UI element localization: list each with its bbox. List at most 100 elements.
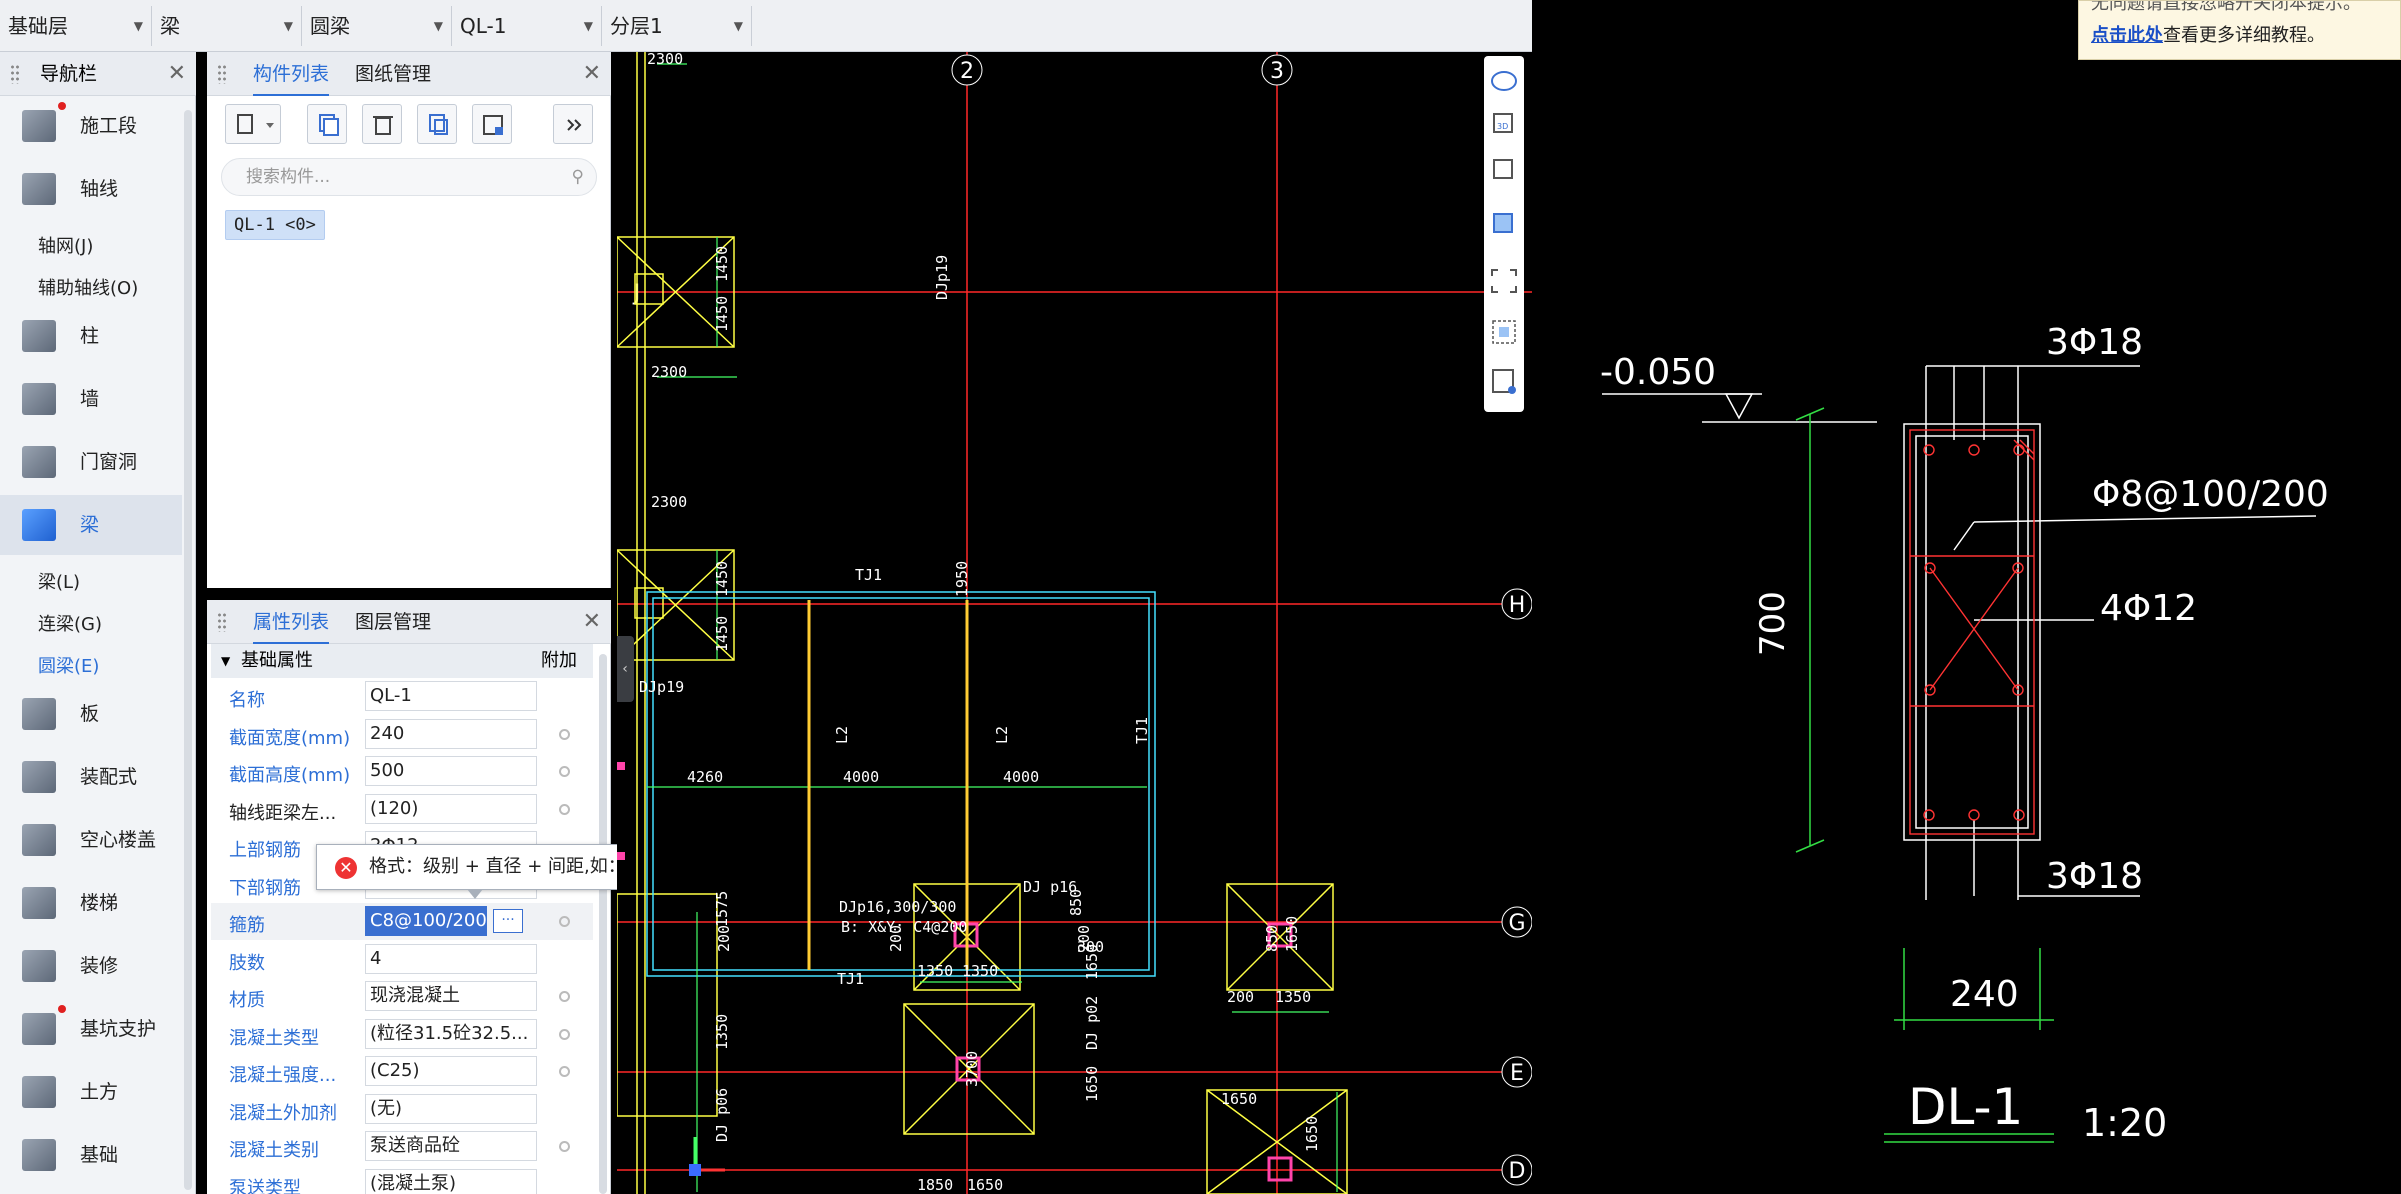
nav-item[interactable]: 板 [0, 684, 182, 744]
search-icon: ⚲ [571, 167, 584, 187]
attach-radio[interactable] [559, 991, 570, 1002]
cad-canvas[interactable]: 2 3 J H G E D [617, 52, 1532, 1194]
type-select[interactable]: 圆梁▼ [302, 6, 452, 46]
display-mode-icon[interactable] [1488, 206, 1520, 236]
view-cube-icon[interactable] [1488, 152, 1520, 182]
nav-item-icon [22, 383, 56, 415]
close-icon[interactable]: ✕ [582, 609, 601, 634]
3d-view-icon[interactable]: 3D [1488, 108, 1520, 138]
cad-drawing[interactable]: 2 3 J H G E D [617, 52, 1532, 1194]
property-value[interactable]: 现浇混凝土 [365, 981, 537, 1011]
nav-item[interactable]: 梁 [0, 495, 182, 555]
cad-text: 1350 [713, 1014, 731, 1050]
ucs-icon [689, 1137, 725, 1176]
component-item[interactable]: QL-1 <0> [225, 210, 325, 240]
property-value[interactable]: (无) [365, 1093, 537, 1124]
section-detail-drawing[interactable]: -0.050 3Φ18 Φ8@100/200 4Φ12 3Φ18 240 DL-… [1534, 0, 2401, 1194]
property-value[interactable]: (C25) [365, 1056, 537, 1086]
nav-item[interactable]: 楼梯 [0, 873, 182, 933]
orbit-icon[interactable] [1488, 66, 1520, 96]
width-label: 240 [1950, 974, 2019, 1015]
nav-item[interactable]: 柱 [0, 306, 182, 366]
copy-floor-button[interactable] [417, 104, 457, 144]
property-value[interactable]: 泵送商品砼 [365, 1131, 537, 1161]
cad-text: 200 [715, 925, 733, 952]
property-value[interactable]: C8@100/200 [365, 906, 487, 936]
drag-handle-icon[interactable] [217, 64, 227, 84]
attach-radio[interactable] [559, 728, 570, 740]
category-select[interactable]: 梁▼ [152, 6, 302, 46]
chevron-down-icon: ▼ [433, 19, 443, 33]
nav-item[interactable]: 装配式 [0, 747, 182, 807]
tab-component-list[interactable]: 构件列表 [253, 52, 330, 96]
cad-text: 1450 [713, 246, 731, 282]
property-value[interactable]: (粒径31.5砼32.5... [365, 1018, 537, 1049]
attach-radio[interactable] [559, 1066, 570, 1077]
close-icon[interactable]: ✕ [167, 61, 186, 86]
collapse-panel-button[interactable]: ‹ [617, 636, 634, 702]
nav-subitem[interactable]: 辅助轴线(O) [38, 278, 139, 299]
search-input[interactable]: 搜索构件...⚲ [221, 158, 597, 196]
nav-item[interactable]: 轴线 [0, 159, 182, 219]
property-value[interactable]: 240 [365, 718, 537, 749]
nav-subitem[interactable]: 梁(L) [38, 572, 81, 593]
props-scrollbar[interactable] [599, 654, 607, 1194]
new-component-button[interactable] [225, 104, 281, 144]
attach-radio[interactable] [559, 916, 570, 927]
more-button[interactable] [553, 104, 593, 144]
nav-item-icon [22, 887, 56, 919]
nav-item[interactable]: 空心楼盖 [0, 810, 182, 870]
save-button[interactable] [472, 104, 512, 144]
property-value[interactable]: (混凝土泵) [365, 1168, 537, 1194]
nav-subitem[interactable]: 连梁(G) [38, 614, 102, 635]
cad-text: 1950 [953, 561, 971, 597]
attach-radio[interactable] [559, 766, 570, 777]
axis-label: J [632, 281, 641, 306]
copy-button[interactable] [307, 104, 347, 144]
attach-radio[interactable] [559, 803, 570, 815]
cad-text: 1350 [1275, 988, 1311, 1006]
tab-layer-management[interactable]: 图层管理 [355, 611, 432, 633]
nav-scrollbar[interactable] [184, 110, 192, 1190]
section-name: DL-1 [1908, 1078, 2023, 1136]
drag-handle-icon[interactable] [217, 612, 227, 632]
nav-item-label: 施工段 [80, 115, 138, 137]
nav-subitem[interactable]: 圆梁(E) [38, 656, 100, 677]
nav-item[interactable]: 施工段 [0, 96, 182, 156]
drag-handle-icon[interactable] [10, 64, 20, 84]
property-value[interactable]: 500 [365, 756, 537, 786]
group-header[interactable]: ▼ 基础属性 附加 [211, 644, 593, 678]
layer-select[interactable]: 分层1▼ [602, 6, 752, 46]
nav-item-label: 装修 [80, 955, 119, 977]
nav-item-label: 基坑支护 [80, 1018, 157, 1040]
collapse-icon[interactable]: ▼ [221, 654, 231, 668]
nav-item-label: 墙 [80, 388, 100, 410]
filter-bar: 基础层▼ 梁▼ 圆梁▼ QL-1▼ 分层1▼ [0, 0, 1532, 52]
ellipsis-button[interactable]: ··· [493, 909, 523, 933]
nav-item[interactable]: 基础 [0, 1125, 182, 1185]
nav-item[interactable]: 土方 [0, 1062, 182, 1122]
delete-button[interactable] [362, 104, 402, 144]
cad-text: TJ1 [855, 566, 882, 584]
section-labels: -0.050 3Φ18 Φ8@100/200 4Φ12 3Φ18 240 DL-… [1600, 322, 2329, 1145]
property-value[interactable]: 4 [365, 943, 537, 974]
tab-property-list[interactable]: 属性列表 [253, 600, 330, 644]
help-link[interactable]: 点击此处 [2091, 25, 2163, 46]
attach-radio[interactable] [559, 1141, 570, 1152]
section-box-icon[interactable] [1488, 316, 1520, 346]
fullscreen-icon[interactable] [1488, 266, 1520, 296]
attach-radio[interactable] [559, 1028, 570, 1040]
nav-item[interactable]: 基坑支护 [0, 999, 182, 1059]
nav-item[interactable]: 墙 [0, 369, 182, 429]
property-value[interactable]: QL-1 [365, 681, 537, 711]
close-icon[interactable]: ✕ [582, 61, 601, 86]
help-line2: 查看更多详细教程。 [2163, 25, 2325, 46]
component-select[interactable]: QL-1▼ [452, 6, 602, 46]
property-value[interactable]: (120) [365, 793, 537, 824]
tab-drawing-management[interactable]: 图纸管理 [355, 63, 432, 85]
properties-view-icon[interactable] [1488, 366, 1520, 396]
nav-item[interactable]: 装修 [0, 936, 182, 996]
nav-subitem[interactable]: 轴网(J) [38, 236, 94, 257]
floor-select[interactable]: 基础层▼ [0, 6, 152, 46]
nav-item[interactable]: 门窗洞 [0, 432, 182, 492]
